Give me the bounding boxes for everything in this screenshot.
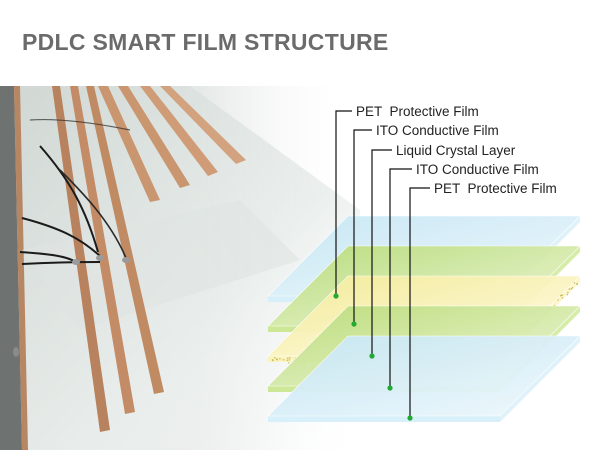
layer-label-3: Liquid Crystal Layer — [396, 143, 516, 158]
leader-dot-4 — [387, 385, 393, 391]
leader-line-1 — [335, 110, 352, 296]
leader-dot-3 — [369, 353, 375, 359]
leader-lines — [333, 110, 430, 421]
layer-label-4: ITO Conductive Film — [416, 162, 539, 177]
page-title: PDLC SMART FILM STRUCTURE — [22, 29, 389, 55]
layer-label-1: PET Protective Film — [356, 104, 479, 119]
leader-dot-1 — [333, 293, 339, 299]
leader-line-5 — [409, 187, 430, 418]
leader-line-2 — [353, 129, 372, 324]
layer-label-2: ITO Conductive Film — [376, 123, 499, 138]
layer-5-pet — [267, 335, 581, 422]
leader-dot-5 — [407, 415, 413, 421]
leader-line-4 — [389, 168, 412, 388]
leader-line-3 — [371, 149, 392, 356]
layer-label-5: PET Protective Film — [434, 181, 557, 196]
layers-group — [267, 215, 581, 422]
leader-dot-2 — [351, 321, 357, 327]
